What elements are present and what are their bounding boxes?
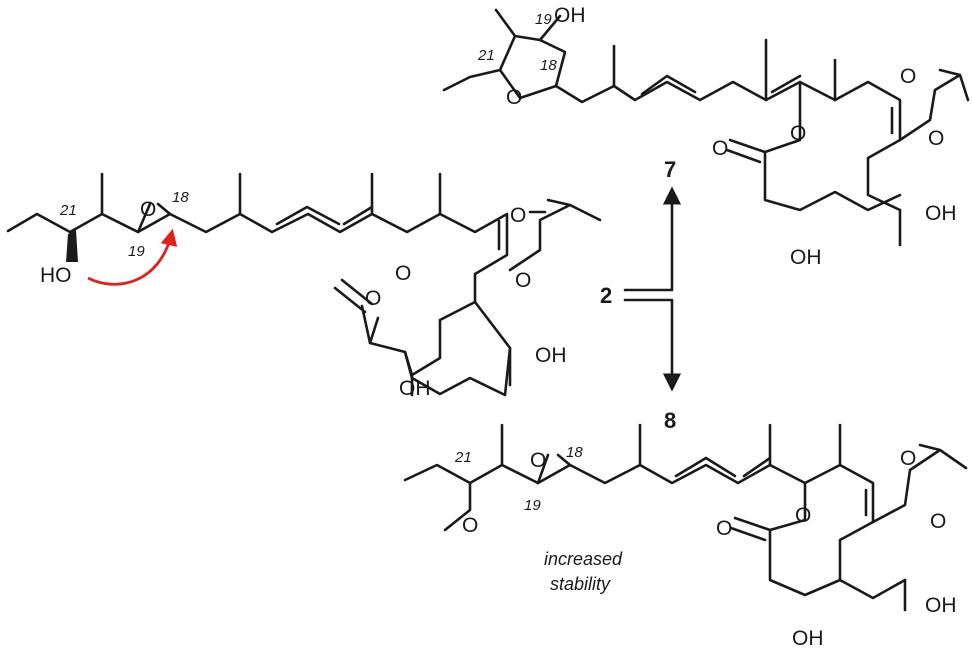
hydroxyl-label: OH [790,246,822,269]
reaction-arrows: 2 7 8 [600,157,682,433]
hydroxyl-label: OH [792,627,824,650]
curved-arrow [87,228,178,286]
hydroxyl-label: OH [925,202,957,225]
carbon-number-18: 18 [566,444,583,461]
carbon-number-18: 18 [540,57,557,74]
carbon-number-21: 21 [454,449,472,466]
compound-number-2: 2 [600,283,612,308]
lactone-oxygen-label: O [716,517,732,540]
hydroxyl-label: OH [535,344,567,367]
stereo-wedge [66,230,78,262]
compound-number-8: 8 [664,408,676,433]
note-line-1: increased [544,549,623,569]
hydroxyl-label: OH [925,594,957,617]
methoxy-oxygen-label: O [462,514,478,537]
structure-2: O HO O O O O OH OH 21 19 18 [6,172,602,400]
epoxide-oxygen-label: O [140,198,156,221]
structure-8: O O O O O O OH OH 21 19 18 [403,423,968,650]
acetate-carbonyl-label: O [900,65,916,88]
carbon-number-19: 19 [524,497,541,514]
structure-2-bonds [6,172,602,397]
ester-oxygen-label: O [790,122,806,145]
carbon-number-19: 19 [535,11,552,28]
ester-oxygen-label: O [795,504,811,527]
hydroxyl-label: OH [399,377,431,400]
acetate-oxygen-label: O [930,510,946,533]
acetate-carbonyl-label: O [510,204,526,227]
carbon-number-21: 21 [477,47,495,64]
acetate-carbonyl-label: O [900,447,916,470]
acetate-oxygen-label: O [515,269,531,292]
carbon-number-19: 19 [128,243,145,260]
epoxide-oxygen-label: O [530,449,546,472]
compound-number-7: 7 [664,157,676,182]
ester-oxygen-label: O [395,262,411,285]
carbon-number-18: 18 [172,189,189,206]
structure-7: OH O O O O O OH OH 19 21 18 [442,4,970,269]
lactone-oxygen-label: O [712,137,728,160]
hydroxyl-label: HO [40,264,72,287]
note-line-2: stability [550,574,611,594]
lactone-oxygen-label: O [365,287,381,310]
carbon-number-21: 21 [59,202,77,219]
ring-oxygen-label: O [506,86,522,109]
acetate-oxygen-label: O [928,127,944,150]
hydroxyl-label: OH [554,4,586,27]
